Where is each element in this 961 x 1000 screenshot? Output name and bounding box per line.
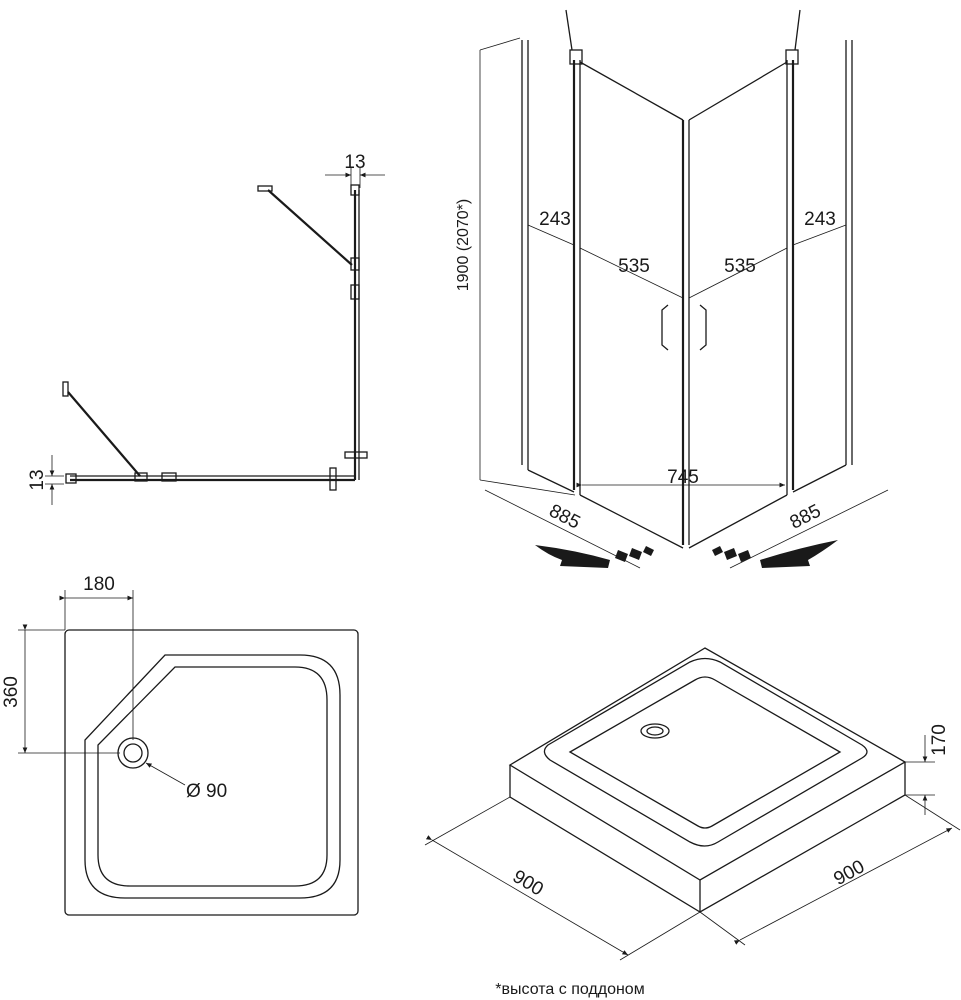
drain <box>640 723 670 739</box>
side-left-label: 243 <box>539 209 571 230</box>
height-label: 1900 (2070*) <box>455 199 472 292</box>
width-right-label: 900 <box>830 856 868 890</box>
opening-arrow-left-icon <box>535 545 610 568</box>
corner-bracket <box>329 467 337 491</box>
dim-line <box>145 762 186 786</box>
tray-basin <box>543 657 868 847</box>
dim-line <box>729 489 889 569</box>
tray-basin-floor <box>568 676 842 829</box>
corner-bracket <box>344 451 368 459</box>
dim-left-label: 13 <box>27 469 48 490</box>
bracket <box>65 473 77 484</box>
door-left-label: 535 <box>618 256 650 277</box>
door-right-label: 535 <box>724 256 756 277</box>
dim-line <box>479 37 521 51</box>
tray-basin-inner <box>97 666 328 887</box>
hinge <box>350 284 360 300</box>
enclosure-view: 1900 (2070*) 243 535 535 243 745 885 885 <box>455 9 889 569</box>
dim-top-label: 13 <box>344 152 365 173</box>
dim-line <box>527 224 575 246</box>
dim-line <box>579 247 684 299</box>
dim-line <box>904 794 961 831</box>
dim-line <box>484 489 641 569</box>
bracket <box>350 184 360 196</box>
plan-view: 13 13 <box>27 152 385 505</box>
depth-right-label: 885 <box>787 501 825 534</box>
handle <box>257 185 273 192</box>
hinge <box>350 257 360 271</box>
bracket <box>785 49 799 65</box>
depth-left-label: 885 <box>546 501 584 534</box>
bottom-edge <box>527 469 575 493</box>
tray-3d: 170 900 900 <box>424 647 961 961</box>
hinge <box>161 472 177 482</box>
drain-inner <box>123 743 143 763</box>
open-door-left <box>67 391 141 477</box>
hinge <box>134 472 148 482</box>
width-left-label: 900 <box>509 866 547 900</box>
dim-line <box>688 247 788 299</box>
opening-dashes <box>615 546 654 562</box>
drain <box>117 737 149 769</box>
drain-diameter-label: Ø 90 <box>186 781 227 802</box>
dim-line <box>619 911 701 961</box>
bracket <box>569 49 583 65</box>
bottom-edge <box>688 494 788 549</box>
top-edge <box>688 61 788 121</box>
dim-line <box>479 479 576 496</box>
tray-basin-outer <box>84 654 341 899</box>
top-edge <box>579 61 684 121</box>
opening-dashes <box>712 546 751 562</box>
dim-line <box>424 796 511 846</box>
footnote: *высота с поддоном <box>495 981 644 998</box>
offset-y-label: 360 <box>1 676 22 708</box>
opening-arrow-right-icon <box>760 540 838 568</box>
dim-line <box>699 911 746 946</box>
handle <box>62 381 69 397</box>
offset-x-label: 180 <box>83 574 115 595</box>
drain-inner <box>646 726 664 736</box>
tray-outline <box>64 629 359 916</box>
open-door-right <box>267 189 353 266</box>
tray-height-label: 170 <box>929 724 950 756</box>
bottom-edge <box>579 494 684 549</box>
dim-line <box>425 835 629 956</box>
brackets <box>565 9 801 51</box>
entrance-label: 745 <box>667 467 699 488</box>
dim-line <box>792 224 847 246</box>
tray-sides <box>509 762 906 913</box>
dim-line <box>733 827 953 945</box>
door-handles <box>661 304 707 351</box>
bottom-edge <box>792 464 847 493</box>
side-right-label: 243 <box>804 209 836 230</box>
tray-plan: 180 360 Ø 90 <box>1 574 359 916</box>
